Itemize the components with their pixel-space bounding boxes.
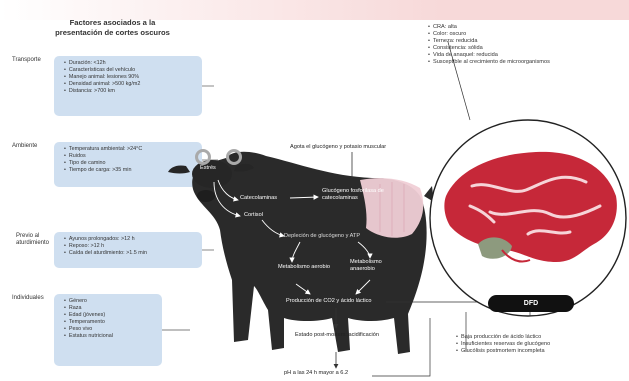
list-item: Consistencia: sólida — [428, 45, 550, 52]
list-item: Vida de anaquel: reducida — [428, 52, 550, 59]
acidification-label: Estado post-mortem: acidificación — [292, 332, 382, 339]
cortisol-label: Cortisol — [244, 212, 263, 218]
anaerobic-label: Metabolismo anaerobio — [350, 259, 404, 273]
glycogen-depletion-label: Agota el glucógeno y potasio muscular — [290, 144, 386, 150]
list-item: CRA: alta — [428, 24, 550, 31]
aerobic-label: Metabolismo aerobio — [278, 264, 332, 271]
list-item: Baja producción de ácido láctico — [456, 334, 550, 341]
meat-cut-illustration — [430, 120, 626, 316]
co2-lactate-label: Producción de CO2 y ácido láctico — [286, 298, 372, 304]
catecholamines-label: Catecolaminas — [240, 195, 277, 201]
dfd-traits-list: CRA: alta Color: oscuro Terneza: reducid… — [428, 24, 550, 66]
atp-depletion-label: Depleción de glucógeno y ATP — [284, 233, 360, 239]
dfd-badge: DFD — [488, 295, 574, 312]
cow-illustration — [168, 151, 434, 355]
ph-label: pH a las 24 h mayor a 6.2 — [284, 370, 348, 376]
list-item: Color: oscuro — [428, 31, 550, 38]
stress-label: Estrés — [200, 165, 216, 171]
list-item: Terneza: reducida — [428, 38, 550, 45]
list-item: Insuficientes reservas de glucógeno — [456, 341, 550, 348]
list-item: Susceptible al crecimiento de microorgan… — [428, 59, 550, 66]
list-item: Glucólisis postmortem incompleta — [456, 348, 550, 355]
dfd-causes-list: Baja producción de ácido láctico Insufic… — [456, 334, 550, 355]
glycogen-phosphorylase-label: Glucógeno fosforilasa de catecolaminas — [322, 188, 396, 202]
